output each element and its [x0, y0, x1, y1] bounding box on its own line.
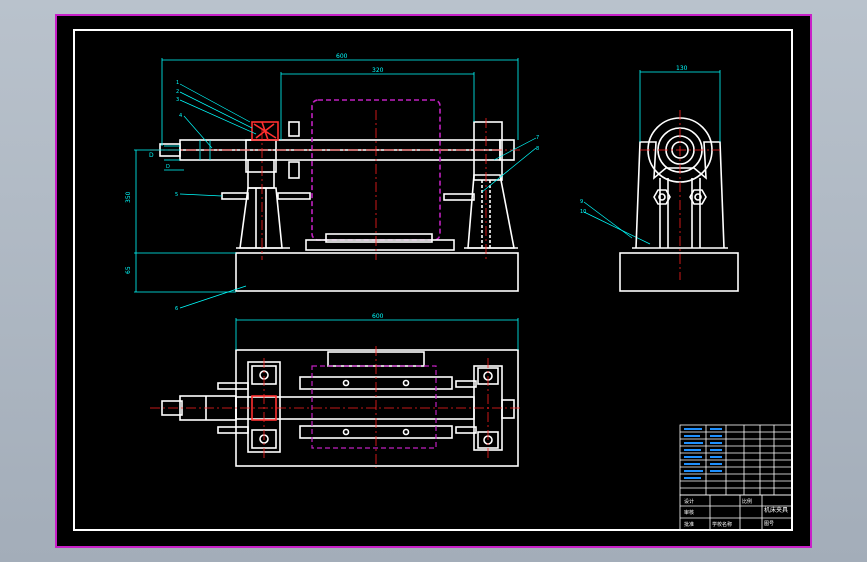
title-drawing-number: 图号: [764, 521, 774, 527]
callout-4: 4: [179, 113, 182, 119]
left-clamp-screw: [221, 192, 249, 200]
dim-shaft-b: D: [166, 164, 170, 170]
plan-workpiece-outline: [311, 365, 437, 449]
title-checker: 审核: [684, 509, 694, 516]
side-view: [619, 117, 739, 292]
drawing-viewport[interactable]: [55, 14, 812, 548]
front-dimensions: [134, 58, 519, 293]
dim-side-width: 130: [676, 65, 688, 72]
side-base: [619, 252, 739, 292]
callout-10: 10: [580, 209, 586, 215]
leader-lines: [179, 83, 651, 309]
left-support: [239, 187, 283, 249]
dim-base-height: 65: [125, 266, 132, 274]
title-scale: 比例: [742, 498, 752, 505]
title-designer: 设计: [684, 498, 694, 505]
front-base: [235, 252, 519, 292]
callout-2: 2: [176, 89, 179, 95]
title-approver: 批准: [684, 521, 694, 528]
side-nut-left: [653, 189, 671, 205]
title-drawing-name: 机床夹具: [764, 506, 788, 514]
callout-9: 9: [580, 199, 583, 205]
parts-list-entries: [684, 428, 722, 479]
title-school: 学校名称: [712, 521, 732, 528]
callout-5: 5: [175, 192, 178, 198]
right-clamp-screw: [443, 193, 475, 201]
callout-6: 6: [175, 306, 178, 312]
drawing-frame: [73, 29, 793, 531]
side-nut-right: [689, 189, 707, 205]
dim-plan-overall: 600: [372, 313, 384, 320]
dim-height-left: 350: [125, 191, 132, 203]
callout-1: 1: [176, 80, 179, 86]
callout-8: 8: [536, 146, 539, 152]
right-bearing: [473, 121, 503, 181]
shaft-collar: [245, 139, 277, 173]
callout-3: 3: [176, 97, 179, 103]
dim-top-inner: 320: [372, 67, 384, 74]
front-centerlines: [150, 110, 520, 260]
parts-list-table: [679, 424, 793, 496]
dim-top-overall: 600: [336, 53, 348, 60]
spacer-block: [288, 121, 300, 137]
gear-hatch: [251, 121, 279, 141]
title-block: [679, 494, 793, 531]
callout-7: 7: [536, 135, 539, 141]
right-support: [467, 174, 515, 249]
dim-shaft-a: D: [149, 152, 154, 159]
